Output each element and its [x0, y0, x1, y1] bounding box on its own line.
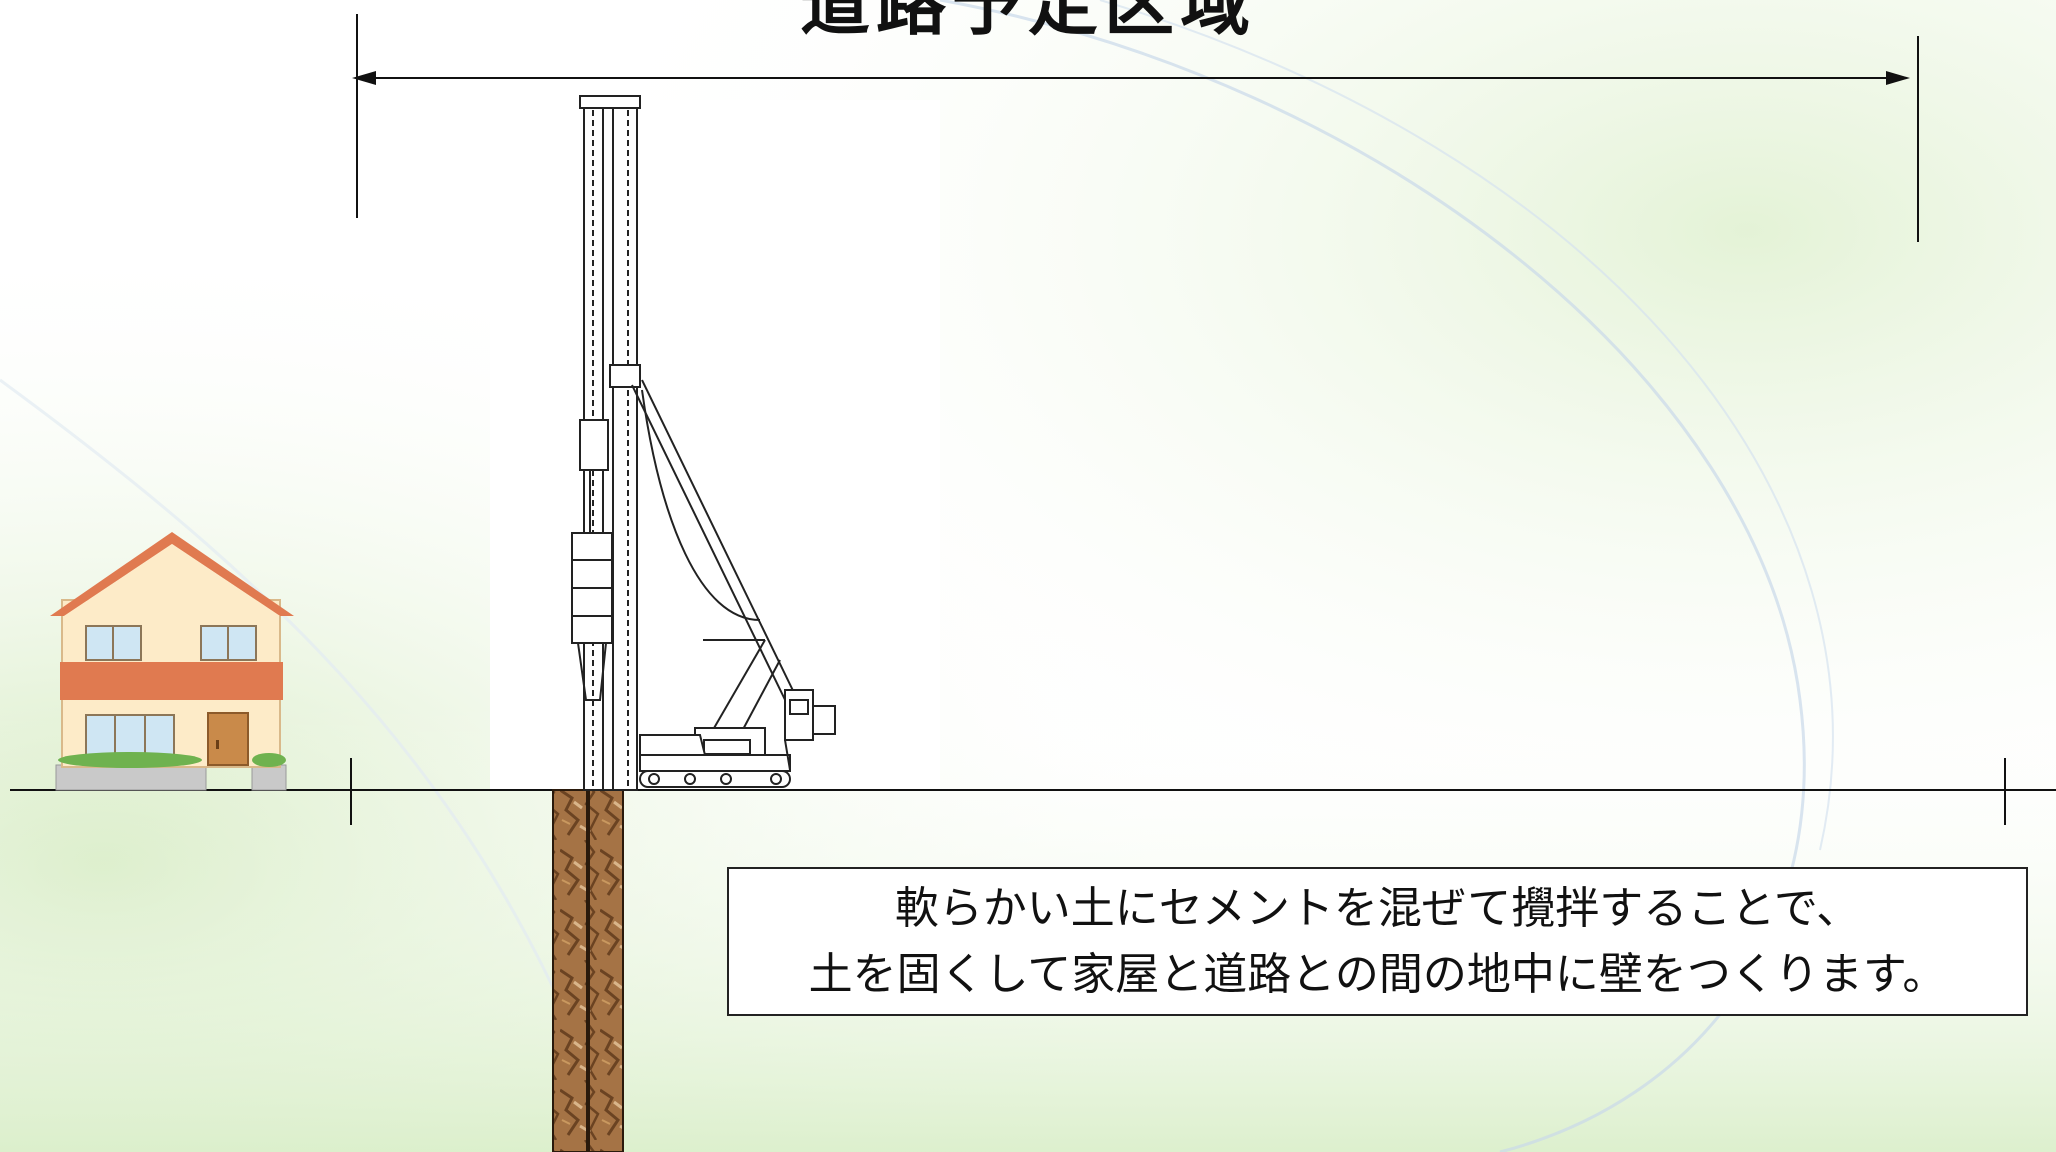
house-icon	[50, 532, 294, 791]
description-line-2: 土を固くして家屋と道路との間の地中に壁をつくります。	[808, 948, 1947, 1000]
description-box: 軟らかい土にセメントを混ぜて攪拌することで、 土を固くして家屋と道路との間の地中…	[727, 867, 2028, 1016]
road-area-dimension	[352, 14, 1919, 242]
page-title: 道路予定区域	[800, 0, 1256, 45]
ground-line	[10, 758, 2056, 825]
pile-rig-icon	[571, 95, 836, 791]
soil-cement-columns	[552, 789, 624, 1152]
description-line-1: 軟らかい土にセメントを混ぜて攪拌することで、	[894, 882, 1861, 934]
